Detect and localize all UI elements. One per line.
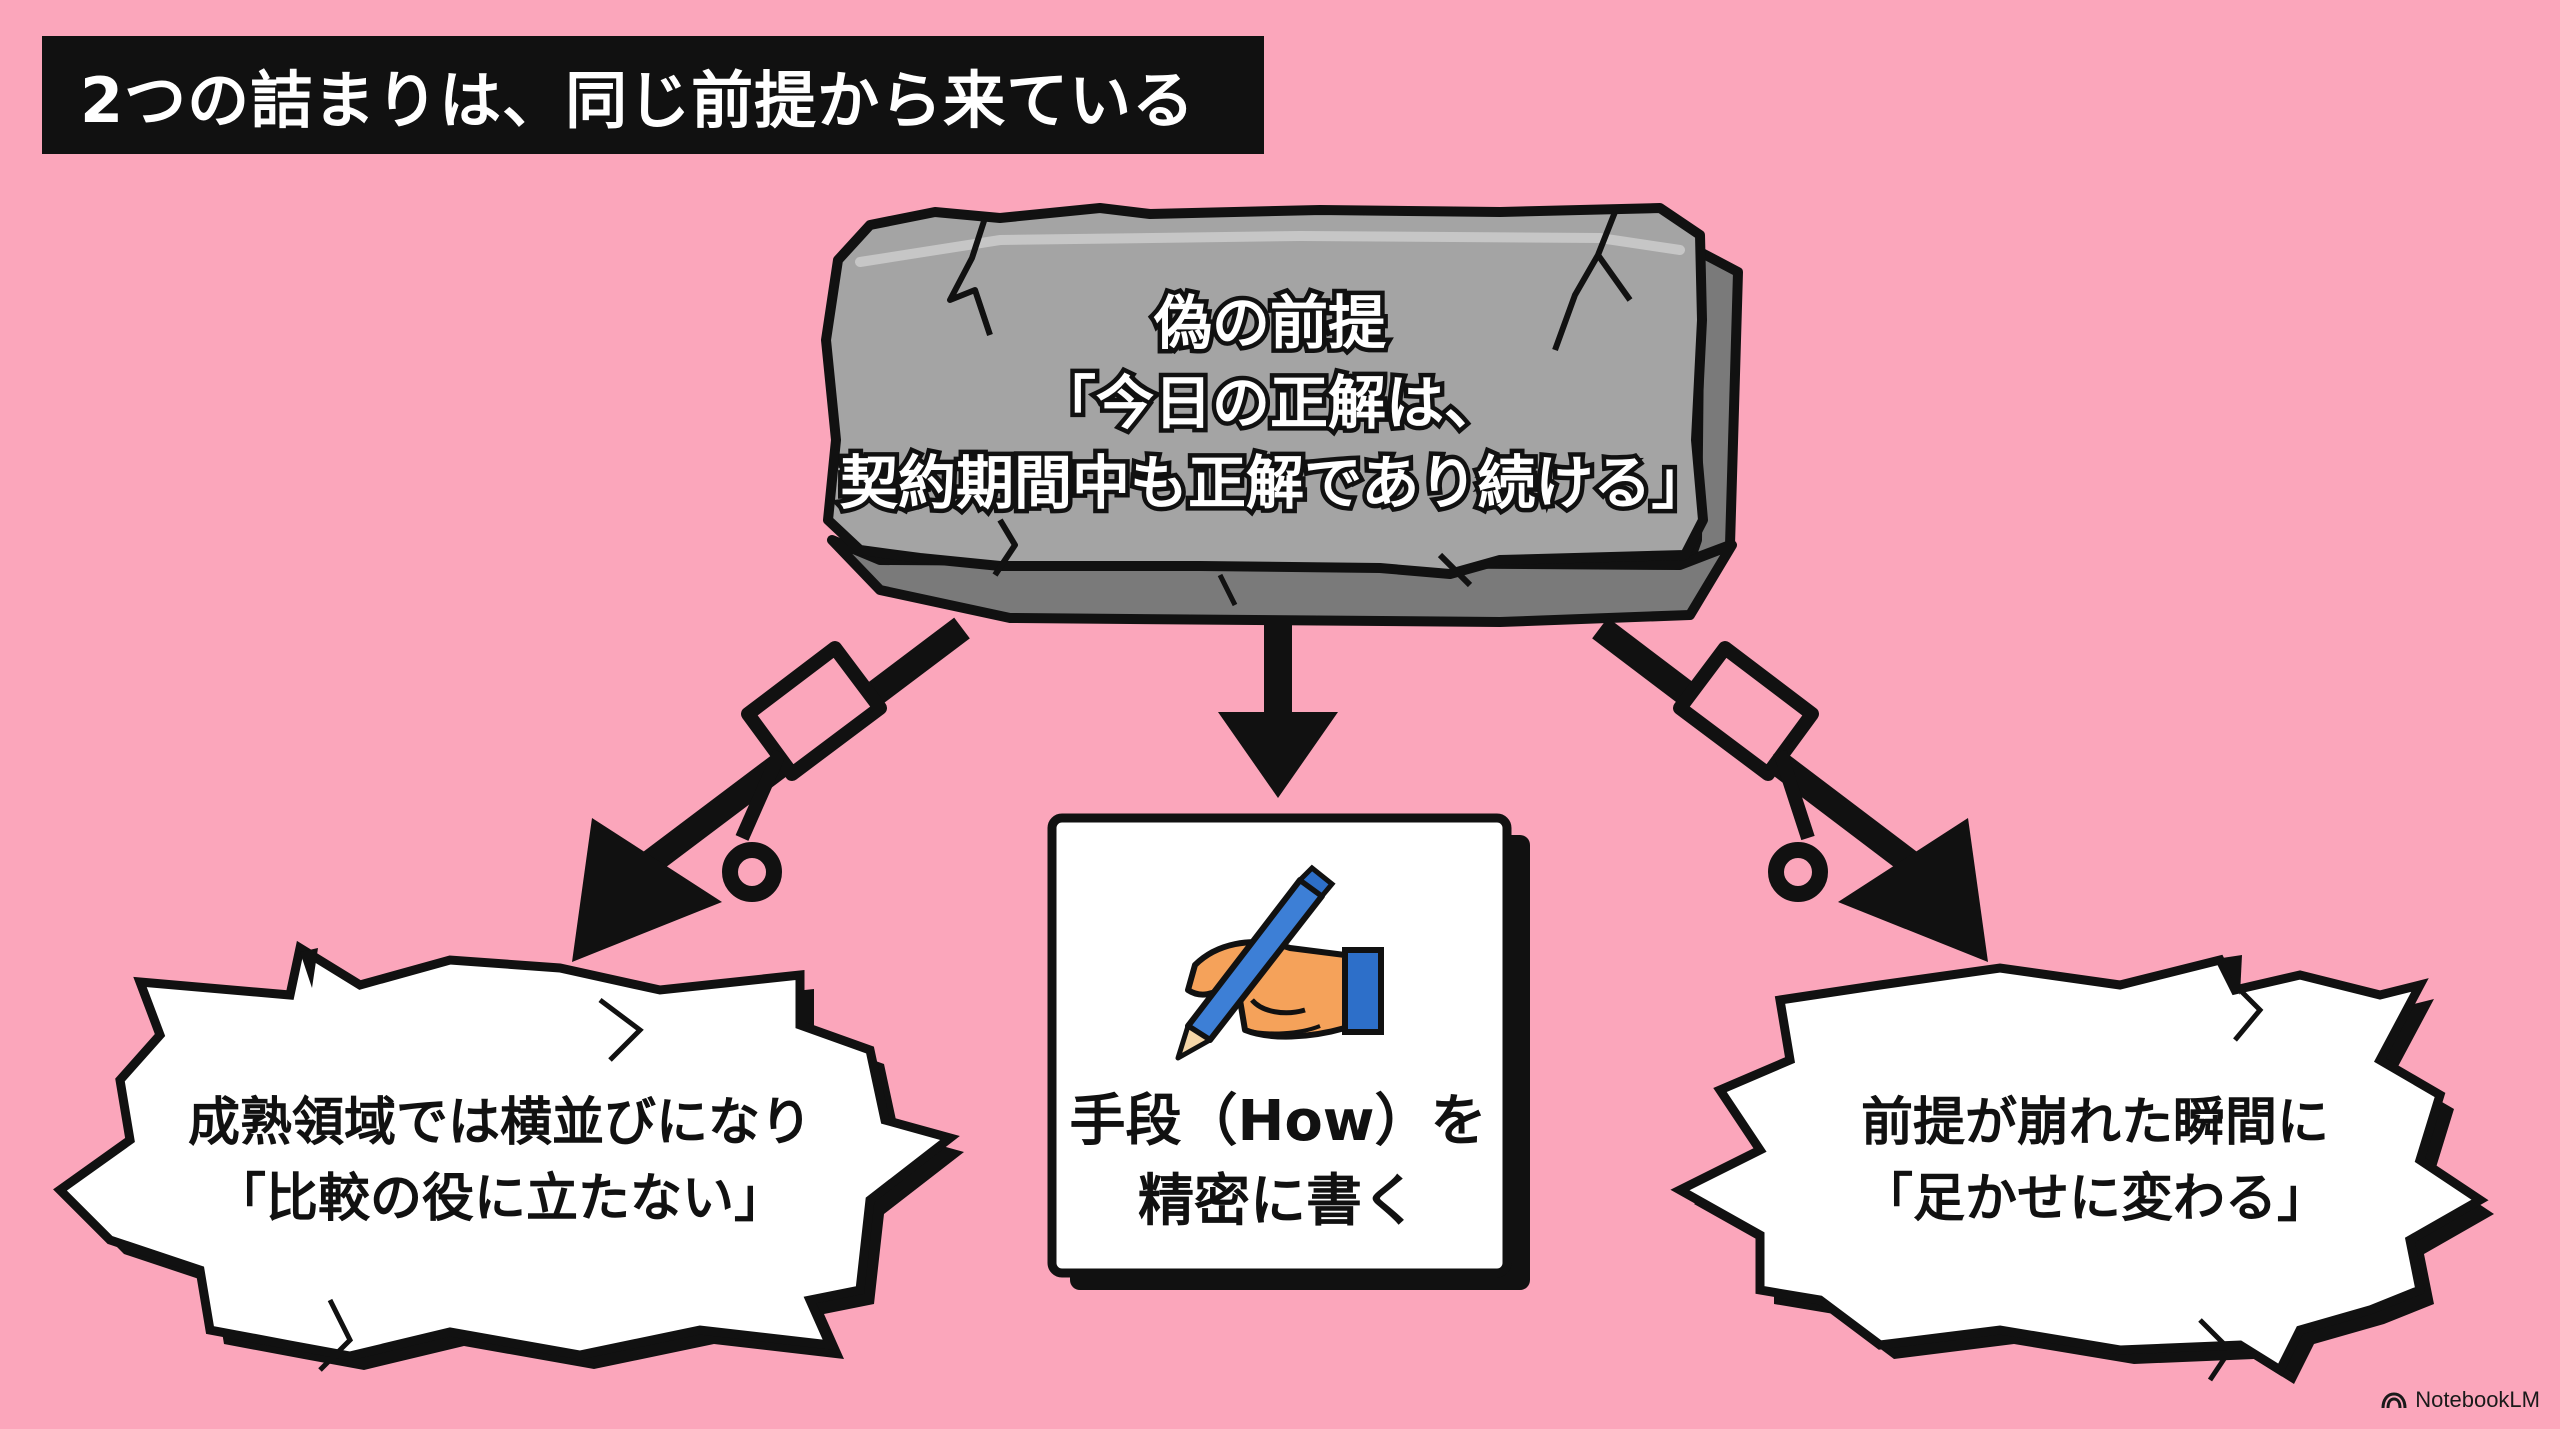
- burst-right: [1670, 954, 2494, 1384]
- premise-text: 偽の前提 「今日の正解は、 契約期間中も正解であり続ける」: [836, 283, 1714, 523]
- consequence-left-line-1: 成熟領域では横並びになり: [187, 1093, 812, 1153]
- consequence-left-text: 成熟領域では横並びになり 「比較の役に立たない」: [130, 1085, 870, 1237]
- arrow-center: [1218, 620, 1338, 798]
- crack-bottom: [992, 518, 1018, 577]
- arrow-left: [572, 617, 970, 962]
- crack-top-right: [1552, 210, 1618, 352]
- title-bar: 2つの詰まりは、同じ前提から来ている: [42, 36, 1264, 154]
- stone-face: [821, 203, 1708, 579]
- consequence-center-text: 手段（How）を 精密に書く: [1058, 1082, 1498, 1242]
- center-card: [1047, 813, 1530, 1290]
- watermark: NotebookLM: [2381, 1387, 2540, 1413]
- watermark-text: NotebookLM: [2415, 1387, 2540, 1412]
- premise-line-3: 契約期間中も正解であり続ける」: [836, 445, 1714, 522]
- hand-writing-pencil-icon: [1175, 864, 1384, 1061]
- premise-line-1: 偽の前提: [1149, 285, 1390, 362]
- burst-left: [53, 940, 964, 1372]
- crack-top-left: [947, 217, 993, 336]
- premise-line-2: 「今日の正解は、: [1033, 365, 1506, 442]
- arrow-right: [1592, 617, 1988, 962]
- consequence-center-line-2: 精密に書く: [1138, 1169, 1418, 1234]
- consequence-center-line-1: 手段（How）を: [1069, 1089, 1487, 1154]
- consequence-right-line-2: 「足かせに変わる」: [1860, 1169, 2329, 1229]
- consequence-right-text: 前提が崩れた瞬間に 「足かせに変わる」: [1730, 1085, 2460, 1237]
- slide-title: 2つの詰まりは、同じ前提から来ている: [80, 64, 1196, 137]
- consequence-right-line-1: 前提が崩れた瞬間に: [1860, 1093, 2329, 1153]
- notebooklm-logo-icon: [2381, 1392, 2407, 1409]
- premise-stone: [821, 203, 1743, 627]
- consequence-left-line-2: 「比較の役に立たない」: [213, 1169, 786, 1229]
